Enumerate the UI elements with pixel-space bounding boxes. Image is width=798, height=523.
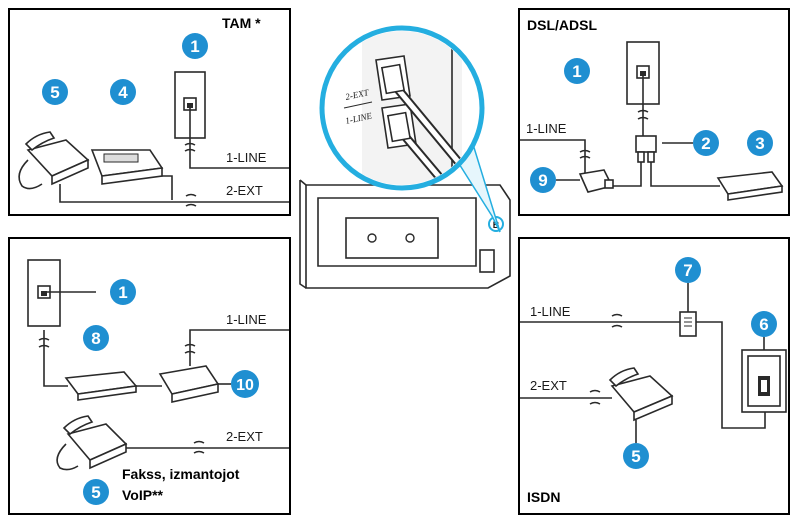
- wire-break-icon: [611, 313, 623, 328]
- svg-text:5: 5: [91, 483, 100, 502]
- wire-break-icon: [637, 109, 649, 120]
- voip-ext-label: 2-EXT: [226, 429, 263, 444]
- svg-text:5: 5: [50, 83, 59, 102]
- badge-5: 5: [42, 79, 68, 105]
- splitter-icon: [635, 135, 657, 163]
- wire-break-icon: [184, 343, 196, 354]
- panel-dsl-title: DSL/ADSL: [527, 17, 597, 33]
- wire-break-icon: [589, 389, 601, 405]
- ext-wire: [59, 184, 289, 203]
- badge-2: 2: [693, 130, 719, 156]
- panel-isdn: ISDN 1-LINE 2-EXT 7: [518, 237, 790, 515]
- badge-1: 1: [110, 279, 136, 305]
- wire-break-icon: [193, 440, 205, 454]
- svg-text:6: 6: [759, 315, 768, 334]
- voip-caption-line2: VoIP**: [122, 487, 164, 503]
- port-ext-label: 2-EXT: [344, 87, 370, 102]
- voip-caption-line1: Fakss, izmantojot: [122, 466, 240, 482]
- isdn-ext-label: 2-EXT: [530, 378, 567, 393]
- svg-text:9: 9: [538, 171, 547, 190]
- badge-3: 3: [747, 130, 773, 156]
- voip-line-label: 1-LINE: [226, 312, 267, 327]
- svg-text:2: 2: [701, 134, 710, 153]
- telephone-icon: [608, 367, 674, 422]
- badge-6: 6: [751, 311, 777, 337]
- isdn-adapter-icon: [679, 311, 697, 337]
- isdn-wall-outlet-icon: [741, 349, 787, 413]
- telephone-icon: [18, 131, 90, 190]
- answering-machine-icon: [90, 149, 164, 185]
- svg-text:4: 4: [118, 83, 128, 102]
- svg-text:1: 1: [118, 283, 127, 302]
- svg-text:7: 7: [683, 261, 692, 280]
- badge-4: 4: [110, 79, 136, 105]
- badge-5: 5: [623, 443, 649, 469]
- tam-ext-label: 2-EXT: [226, 183, 263, 198]
- panel-isdn-title: ISDN: [527, 489, 560, 505]
- badge-5: 5: [83, 479, 109, 505]
- wire-break-icon: [579, 149, 591, 159]
- tam-line-label: 1-LINE: [226, 150, 267, 165]
- wire-break-icon: [184, 142, 196, 152]
- panel-dsl: DSL/ADSL 1-LINE 1: [518, 8, 790, 216]
- badge-8: 8: [83, 325, 109, 351]
- wall-jack-icon: [27, 259, 61, 327]
- dsl-filter-icon: [578, 169, 614, 193]
- svg-text:8: 8: [91, 329, 100, 348]
- svg-text:5: 5: [631, 447, 640, 466]
- svg-text:3: 3: [755, 134, 764, 153]
- telephone-icon: [56, 415, 128, 471]
- line-wire: [189, 106, 289, 169]
- panel-voip: 1-LINE 2-EXT Fakss, izmantojot VoIP** 1 …: [8, 237, 291, 515]
- isdn-line-label: 1-LINE: [530, 304, 571, 319]
- badge-1: 1: [182, 33, 208, 59]
- panel-tam: TAM * 1-LINE 2-EXT 1: [8, 8, 291, 216]
- svg-text:1: 1: [572, 62, 581, 81]
- svg-text:10: 10: [236, 377, 254, 394]
- panel-tam-title: TAM *: [222, 15, 261, 31]
- dsl-line-label: 1-LINE: [526, 121, 567, 136]
- wire-break-icon: [185, 193, 197, 207]
- port-magnifier: 2-EXT 1-LINE: [319, 25, 485, 191]
- dsl-modem-icon: [716, 171, 784, 201]
- badge-7: 7: [675, 257, 701, 283]
- badge-1: 1: [564, 58, 590, 84]
- badge-10: 10: [231, 370, 259, 398]
- badge-9: 9: [530, 167, 556, 193]
- svg-text:1: 1: [190, 37, 199, 56]
- wire-break-icon: [38, 337, 50, 348]
- voip-adapter-icon: [158, 365, 220, 403]
